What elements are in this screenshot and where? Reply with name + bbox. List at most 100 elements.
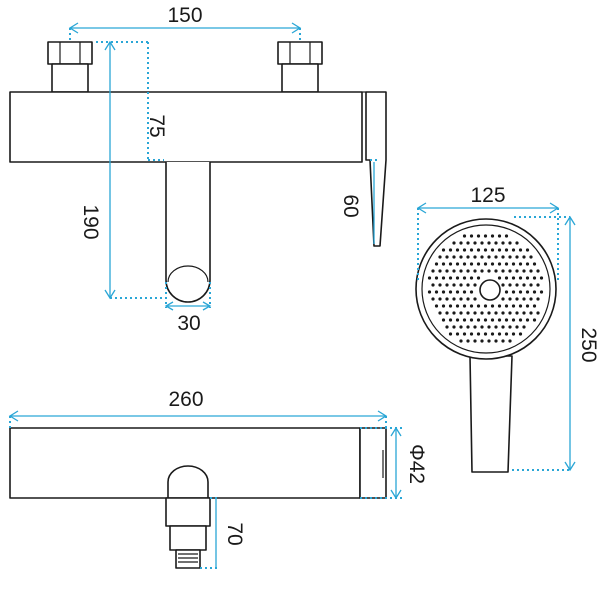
nozzle-dot <box>501 297 505 301</box>
nozzle-dot <box>511 290 516 294</box>
nozzle-dot <box>459 255 463 259</box>
nozzle-dot <box>483 332 488 336</box>
nozzle-dot <box>480 255 484 259</box>
nozzle-dot <box>508 283 512 287</box>
nozzle-dot <box>532 276 537 280</box>
nozzle-dot <box>445 325 449 329</box>
nozzle-dot <box>511 304 516 308</box>
nozzle-dot <box>462 332 467 336</box>
nozzle-dot <box>462 234 467 238</box>
nozzle-dot <box>445 269 449 273</box>
dimension-body-height: 75 <box>96 41 168 161</box>
nozzle-dot <box>501 311 505 315</box>
nozzle-dot <box>445 311 449 315</box>
nozzle-dot <box>455 318 460 322</box>
top-view <box>9 427 387 569</box>
nozzle-dot <box>462 304 467 308</box>
nozzle-dot <box>466 339 470 343</box>
nozzle-dot <box>518 290 523 294</box>
nozzle-dot <box>522 325 526 329</box>
nozzle-dot <box>504 276 509 280</box>
nozzle-dot <box>469 262 474 266</box>
nozzle-dot <box>466 297 470 301</box>
nozzle-dot <box>504 248 509 252</box>
nozzle-dot <box>483 234 488 238</box>
nozzle-dot <box>441 248 446 252</box>
nozzle-dot <box>494 339 498 343</box>
nozzle-dot <box>529 269 533 273</box>
nozzle-dot <box>536 297 540 301</box>
nozzle-dot <box>448 262 453 266</box>
nozzle-dot <box>473 325 477 329</box>
hand-shower <box>415 218 557 473</box>
label-lever-height: 60 <box>339 194 362 217</box>
dimension-spout-height: 190 <box>79 40 170 300</box>
dimension-inlet-spacing: 150 <box>68 4 302 42</box>
nozzle-dot <box>473 297 477 301</box>
nozzle-dot <box>476 248 481 252</box>
label-body-diameter: Φ42 <box>405 444 428 484</box>
nozzle-dot <box>518 276 523 280</box>
label-body-length: 260 <box>168 388 203 411</box>
nozzle-dot <box>441 304 446 308</box>
nozzle-dot <box>434 276 439 280</box>
nozzle-dot <box>448 248 453 252</box>
nozzle-dot <box>497 304 502 308</box>
nozzle-dot <box>483 304 488 308</box>
nozzle-dot <box>501 241 505 245</box>
nozzle-dot <box>480 241 484 245</box>
nozzle-dot <box>529 255 533 259</box>
nozzle-dot <box>501 255 505 259</box>
nozzle-dot <box>462 318 467 322</box>
nozzle-dot <box>511 248 516 252</box>
nozzle-dot <box>490 234 495 238</box>
shower-center-button <box>479 279 501 301</box>
nozzle-dot <box>508 311 512 315</box>
dimension-shower-length: 250 <box>512 215 600 472</box>
nozzle-dot <box>508 325 512 329</box>
nozzle-dot <box>469 290 474 294</box>
nozzle-dot <box>511 318 516 322</box>
nozzle-dot <box>525 276 530 280</box>
nozzle-dot <box>497 234 502 238</box>
nozzle-dot <box>445 283 449 287</box>
nozzle-dot <box>431 269 435 273</box>
nozzle-dot <box>459 283 463 287</box>
shower-handle <box>469 355 513 473</box>
nozzle-dot <box>536 283 540 287</box>
nozzle-dot <box>487 269 491 273</box>
nozzle-dot <box>522 283 526 287</box>
nozzle-dot <box>508 297 512 301</box>
nozzle-dot <box>515 269 519 273</box>
nozzle-dot <box>494 325 498 329</box>
nozzle-dot <box>497 262 502 266</box>
nozzle-dot <box>466 283 470 287</box>
nozzle-dot <box>483 248 488 252</box>
nozzle-dot <box>515 297 519 301</box>
nozzle-dot <box>515 255 519 259</box>
nozzle-dot <box>508 241 512 245</box>
nozzle-dot <box>452 311 456 315</box>
nozzle-dot <box>511 276 516 280</box>
nozzle-dot <box>459 325 463 329</box>
nozzle-dot <box>466 241 470 245</box>
nozzle-dot <box>536 269 540 273</box>
nozzle-dot <box>497 248 502 252</box>
nozzle-dot <box>480 325 484 329</box>
nozzle-dot <box>504 262 509 266</box>
nozzle-dot <box>494 241 498 245</box>
nozzle-dot <box>438 283 442 287</box>
nozzle-dot <box>445 255 449 259</box>
nozzle-dot <box>448 276 453 280</box>
nozzle-dot <box>469 332 474 336</box>
nozzle-dot <box>515 241 519 245</box>
nozzle-dot <box>515 311 519 315</box>
nozzle-dot <box>515 283 519 287</box>
nozzle-dot <box>448 318 453 322</box>
nozzle-dot <box>497 318 502 322</box>
nozzle-dot <box>532 290 537 294</box>
nozzle-dot <box>529 311 533 315</box>
label-inlet-spacing: 150 <box>167 4 202 27</box>
nozzle-dot <box>494 311 498 315</box>
nozzle-dot <box>480 269 484 273</box>
